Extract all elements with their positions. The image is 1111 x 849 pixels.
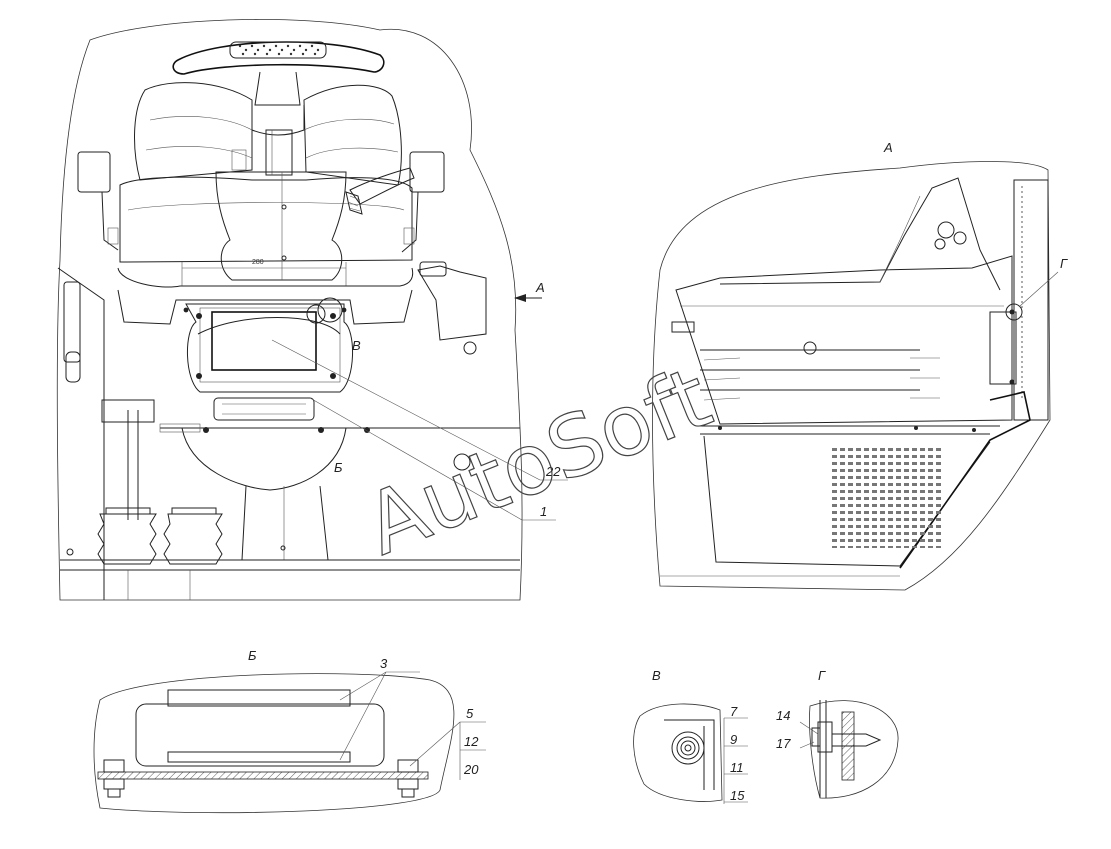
callout-v: В (352, 338, 361, 353)
detail-v-label-15: 15 (730, 788, 745, 803)
detail-b-label-20: 20 (463, 762, 479, 777)
pedal-bellows-left (97, 507, 157, 565)
connector-box (417, 261, 487, 355)
main-view-silhouette (56, 19, 523, 601)
pedal-bellows-right (163, 507, 223, 565)
steering-column (265, 129, 293, 176)
view-a-callout: А (535, 280, 545, 295)
detail-v-label-7: 7 (730, 704, 738, 719)
left-armrest (77, 151, 119, 251)
view-a-title: А (883, 140, 893, 155)
view-a-silhouette (652, 161, 1051, 591)
detail-v-title: В (652, 668, 661, 683)
seat-cushion (117, 267, 414, 325)
main-front-view: 280 (56, 19, 568, 601)
callout-g: Г (1060, 256, 1068, 271)
detail-b-label-5: 5 (466, 706, 474, 721)
detail-b: Б 3 5 12 20 (93, 648, 486, 814)
pedestal-post (241, 485, 329, 561)
detail-g: Г 14 17 (776, 668, 899, 799)
detail-g-label-14: 14 (776, 708, 790, 723)
callout-leaders (271, 297, 568, 521)
lower-body (159, 423, 520, 491)
bolt-right (397, 759, 419, 798)
detail-v: В 7 9 11 15 (633, 668, 748, 804)
detail-v-label-9: 9 (730, 732, 737, 747)
vent-grille (830, 448, 942, 548)
callout-b: Б (334, 460, 343, 475)
seat-pedestal (215, 149, 347, 281)
dimension-value: 280 (252, 259, 264, 266)
left-side-panel (57, 267, 155, 600)
detail-b-label-3: 3 (380, 656, 388, 671)
steering-wheel (172, 41, 385, 136)
detail-b-label-12: 12 (464, 734, 479, 749)
bolt-left (103, 759, 125, 798)
dimension-280: 280 (181, 259, 347, 286)
view-a: А Г (652, 140, 1068, 591)
seat-backrest (119, 82, 413, 263)
detail-v-label-11: 11 (730, 760, 744, 775)
watermark: AutoSoft (352, 348, 723, 574)
callout-22: 22 (545, 464, 561, 479)
detail-g-label-17: 17 (776, 736, 791, 751)
detail-b-title: Б (248, 648, 257, 663)
callout-1: 1 (540, 504, 547, 519)
control-box (183, 303, 353, 421)
floor-plate (60, 548, 520, 600)
detail-g-title: Г (818, 668, 826, 683)
joystick-lever (345, 167, 415, 215)
view-a-arrow: А (514, 280, 545, 302)
right-armrest (401, 151, 445, 253)
